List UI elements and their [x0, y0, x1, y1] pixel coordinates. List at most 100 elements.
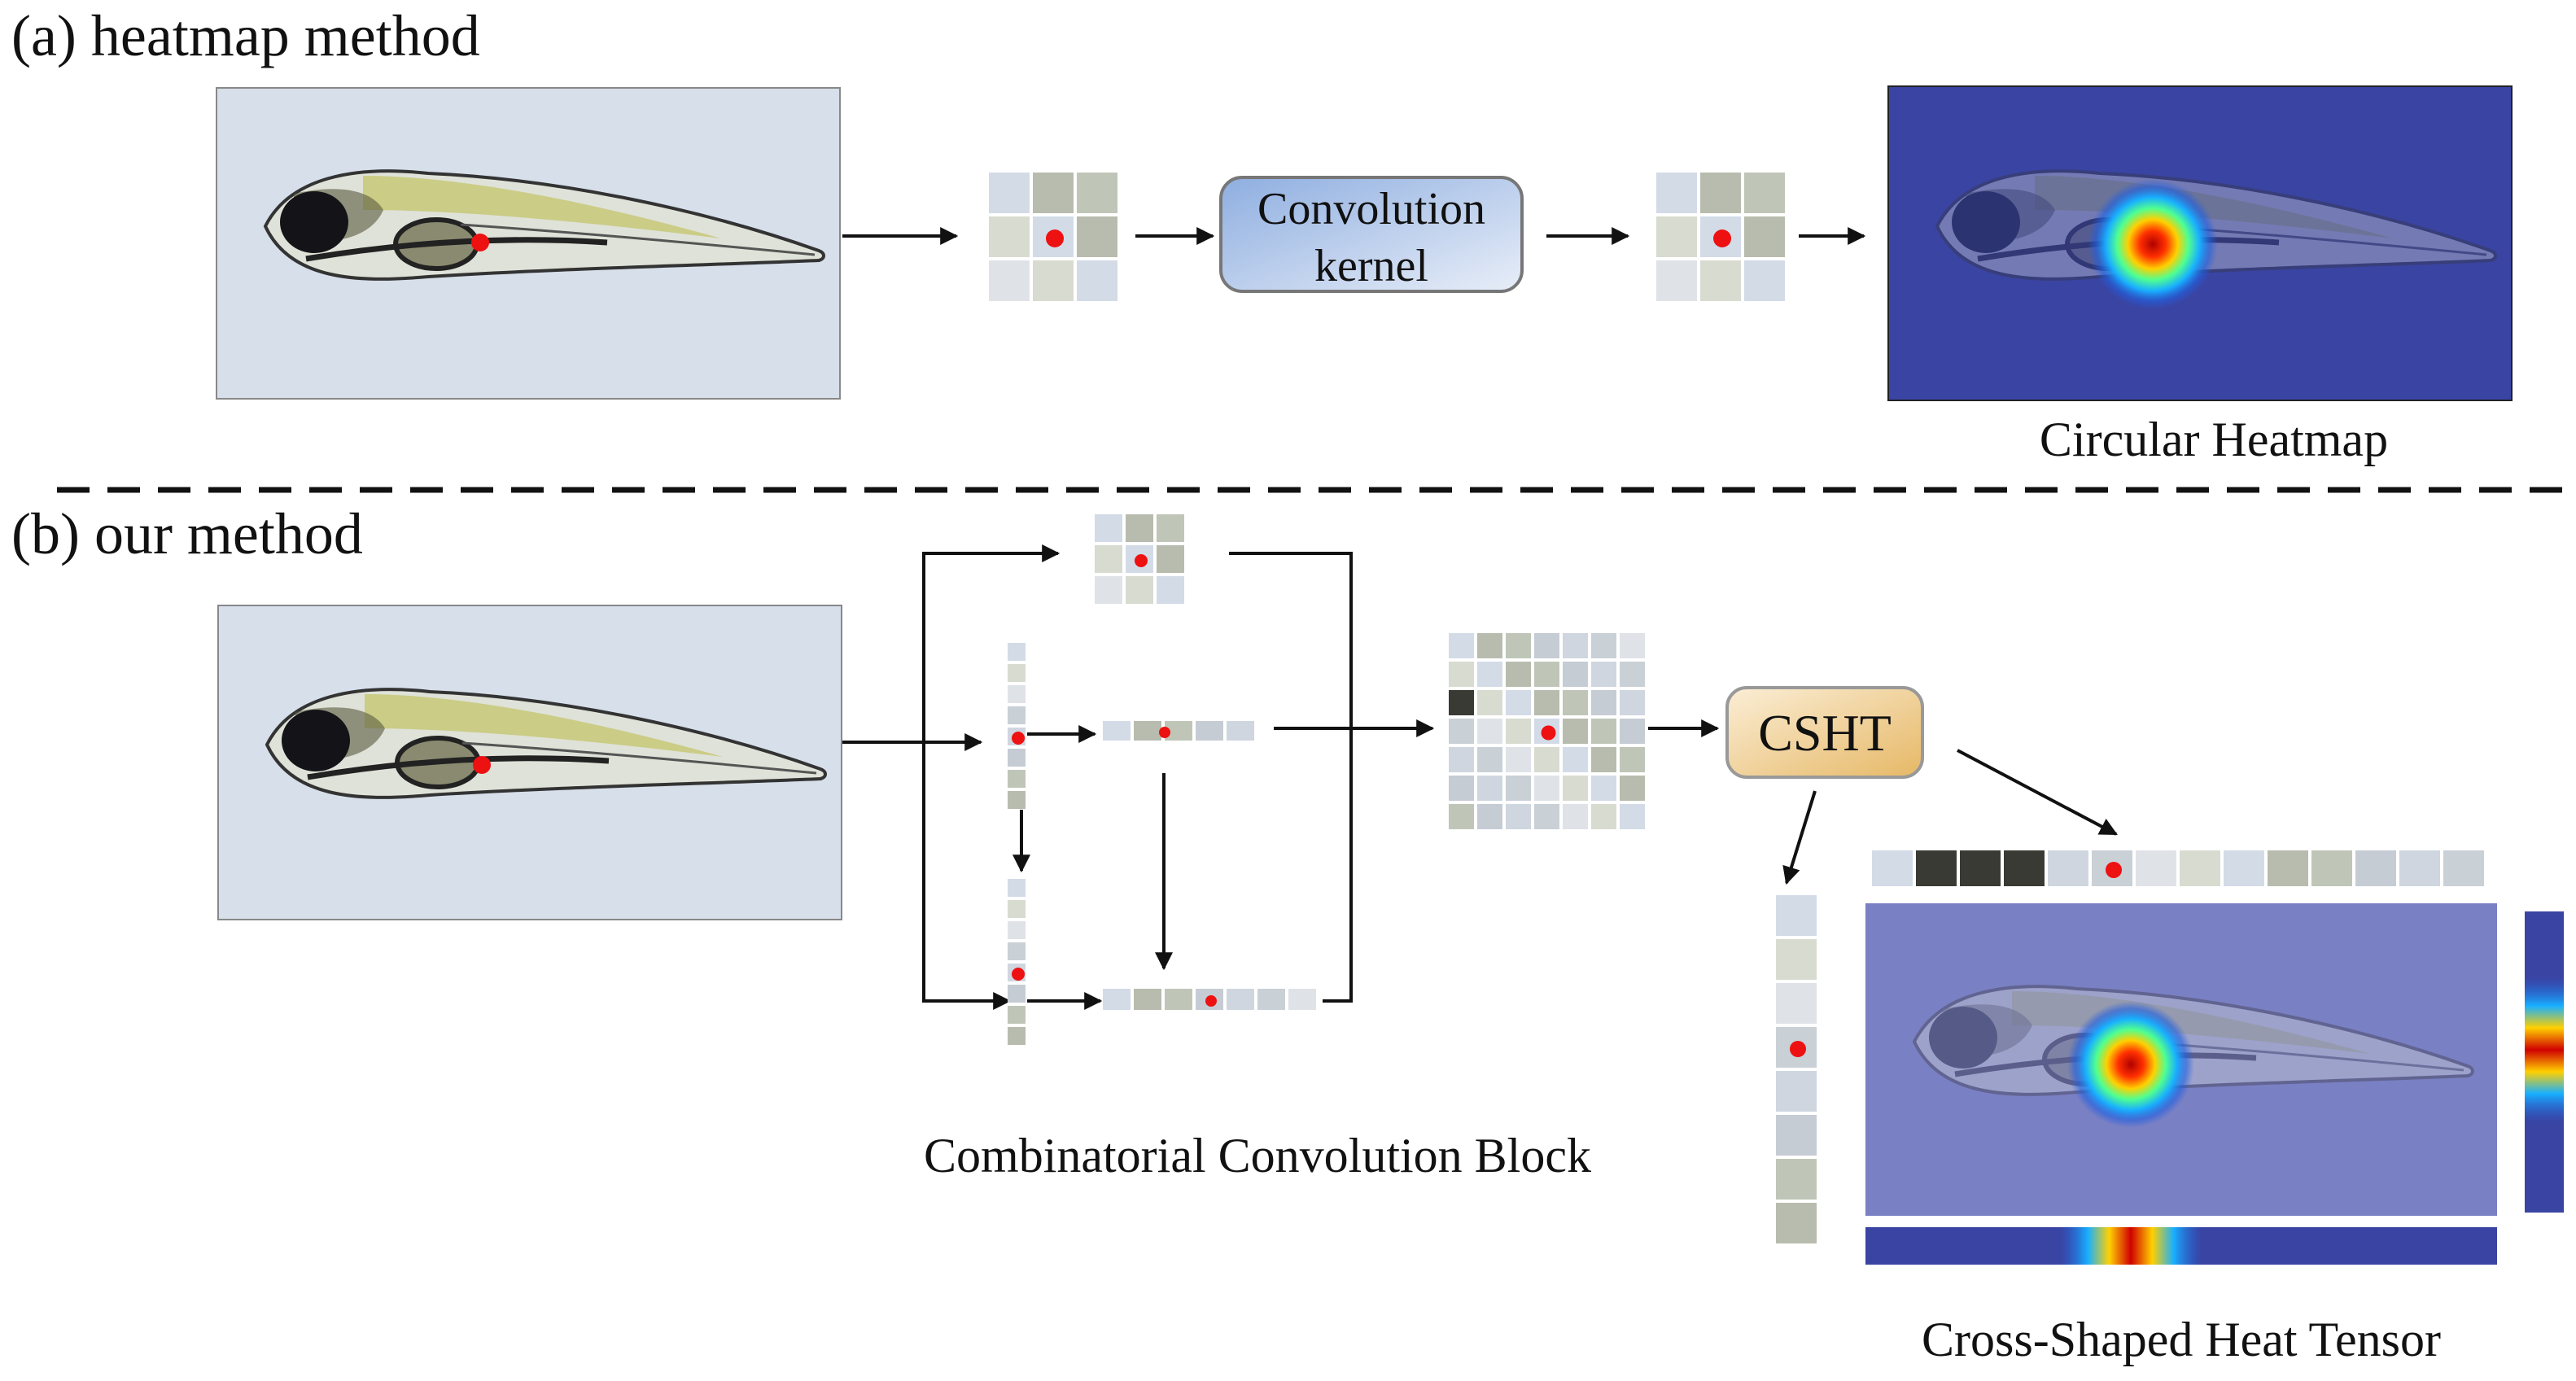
- patch-cell: [1008, 942, 1026, 960]
- patch-cell: [1008, 1027, 1026, 1045]
- patch-cell: [1591, 804, 1616, 829]
- patch-cell: [1008, 685, 1026, 703]
- patch-cell: [1077, 260, 1117, 301]
- patch-cell: [2399, 850, 2440, 886]
- patch-cell: [1534, 690, 1559, 715]
- patch-cell: [1620, 662, 1645, 687]
- block-horizontal-strip-1: [1103, 721, 1254, 741]
- patch-cell: [1157, 576, 1184, 604]
- block-connectors: [842, 544, 1435, 1010]
- patch-cell: [1257, 989, 1285, 1010]
- patch-cell: [1563, 690, 1588, 715]
- patch-cell: [1776, 1115, 1817, 1156]
- patch-cell: [1744, 216, 1785, 257]
- patch-cell: [1095, 514, 1122, 542]
- patch-cell: [1563, 747, 1588, 772]
- patch-cell: [1620, 719, 1645, 744]
- panel-a-input-image: [216, 87, 841, 400]
- tensor-right-projection: [2525, 911, 2564, 1213]
- patch-cell: [1776, 1203, 1817, 1243]
- patch-cell: [1449, 804, 1474, 829]
- block-output-grid: [1449, 633, 1645, 829]
- patch-cell: [1095, 545, 1122, 573]
- patch-cell: [1157, 545, 1184, 573]
- patch-cell: [1008, 985, 1026, 1003]
- patch-cell: [1563, 776, 1588, 801]
- keypoint-marker: [1012, 732, 1025, 745]
- patch-cell: [1008, 770, 1026, 788]
- patch-cell: [1008, 879, 1026, 897]
- patch-cell: [2180, 850, 2220, 886]
- patch-cell: [1591, 776, 1616, 801]
- patch-cell: [1227, 721, 1254, 741]
- patch-cell: [2136, 850, 2176, 886]
- patch-cell: [1095, 576, 1122, 604]
- patch-cell: [1872, 850, 1913, 886]
- patch-cell: [1591, 633, 1616, 658]
- patch-cell: [1534, 662, 1559, 687]
- patch-cell: [989, 216, 1030, 257]
- patch-cell: [1534, 804, 1559, 829]
- patch-cell: [1477, 719, 1502, 744]
- patch-cell: [1591, 690, 1616, 715]
- keypoint-marker: [1713, 229, 1731, 247]
- patch-cell: [1008, 643, 1026, 661]
- patch-cell: [1656, 260, 1697, 301]
- block-horizontal-strip-2: [1103, 989, 1316, 1010]
- patch-cell: [1744, 260, 1785, 301]
- patch-cell: [1534, 633, 1559, 658]
- arrow-csht-horizontal: [1957, 749, 2118, 836]
- patch-cell: [1506, 633, 1531, 658]
- patch-cell: [1477, 690, 1502, 715]
- patch-cell: [1477, 633, 1502, 658]
- keypoint-marker: [1790, 1041, 1806, 1057]
- patch-cell: [1008, 791, 1026, 809]
- patch-cell: [1165, 989, 1192, 1010]
- patch-cell: [1506, 804, 1531, 829]
- patch-cell: [1134, 989, 1161, 1010]
- patch-cell: [1477, 662, 1502, 687]
- patch-cell: [1620, 804, 1645, 829]
- patch-cell: [1916, 850, 1957, 886]
- patch-cell: [2311, 850, 2352, 886]
- patch-cell: [1103, 989, 1131, 1010]
- patch-cell: [1620, 776, 1645, 801]
- keypoint-marker: [2106, 862, 2122, 878]
- patch-cell: [1008, 900, 1026, 918]
- circular-heatmap-caption: Circular Heatmap: [2040, 413, 2388, 466]
- patch-cell: [1449, 747, 1474, 772]
- patch-cell: [1591, 747, 1616, 772]
- patch-cell: [1700, 260, 1741, 301]
- circular-heatmap-image: [1887, 85, 2513, 401]
- patch-cell: [1008, 1006, 1026, 1024]
- patch-cell: [1477, 804, 1502, 829]
- block-vertical-strip-2: [1008, 879, 1026, 1045]
- patch-cell: [1506, 690, 1531, 715]
- patch-cell: [1008, 749, 1026, 767]
- patch-cell: [1449, 719, 1474, 744]
- keypoint-marker: [1135, 554, 1148, 567]
- panel-b-input-image: [217, 605, 842, 920]
- patch-cell: [2048, 850, 2088, 886]
- patch-cell: [1563, 719, 1588, 744]
- keypoint-marker: [473, 756, 491, 774]
- patch-cell: [1506, 662, 1531, 687]
- patch-cell: [1008, 664, 1026, 682]
- patch-cell: [1134, 721, 1161, 741]
- patch-cell: [1449, 690, 1474, 715]
- panel-a-patch-grid-out: [1656, 173, 1785, 301]
- keypoint-marker: [1205, 995, 1217, 1007]
- patch-cell: [1563, 633, 1588, 658]
- patch-cell: [1776, 939, 1817, 980]
- patch-cell: [1563, 662, 1588, 687]
- patch-cell: [1744, 173, 1785, 213]
- tensor-horizontal-strip: [1872, 850, 2484, 886]
- patch-cell: [1077, 216, 1117, 257]
- patch-cell: [1103, 721, 1131, 741]
- keypoint-marker: [1159, 727, 1170, 738]
- patch-cell: [1534, 747, 1559, 772]
- patch-cell: [1506, 747, 1531, 772]
- convolution-kernel-box: Convolution kernel: [1219, 176, 1524, 293]
- keypoint-marker: [471, 234, 489, 251]
